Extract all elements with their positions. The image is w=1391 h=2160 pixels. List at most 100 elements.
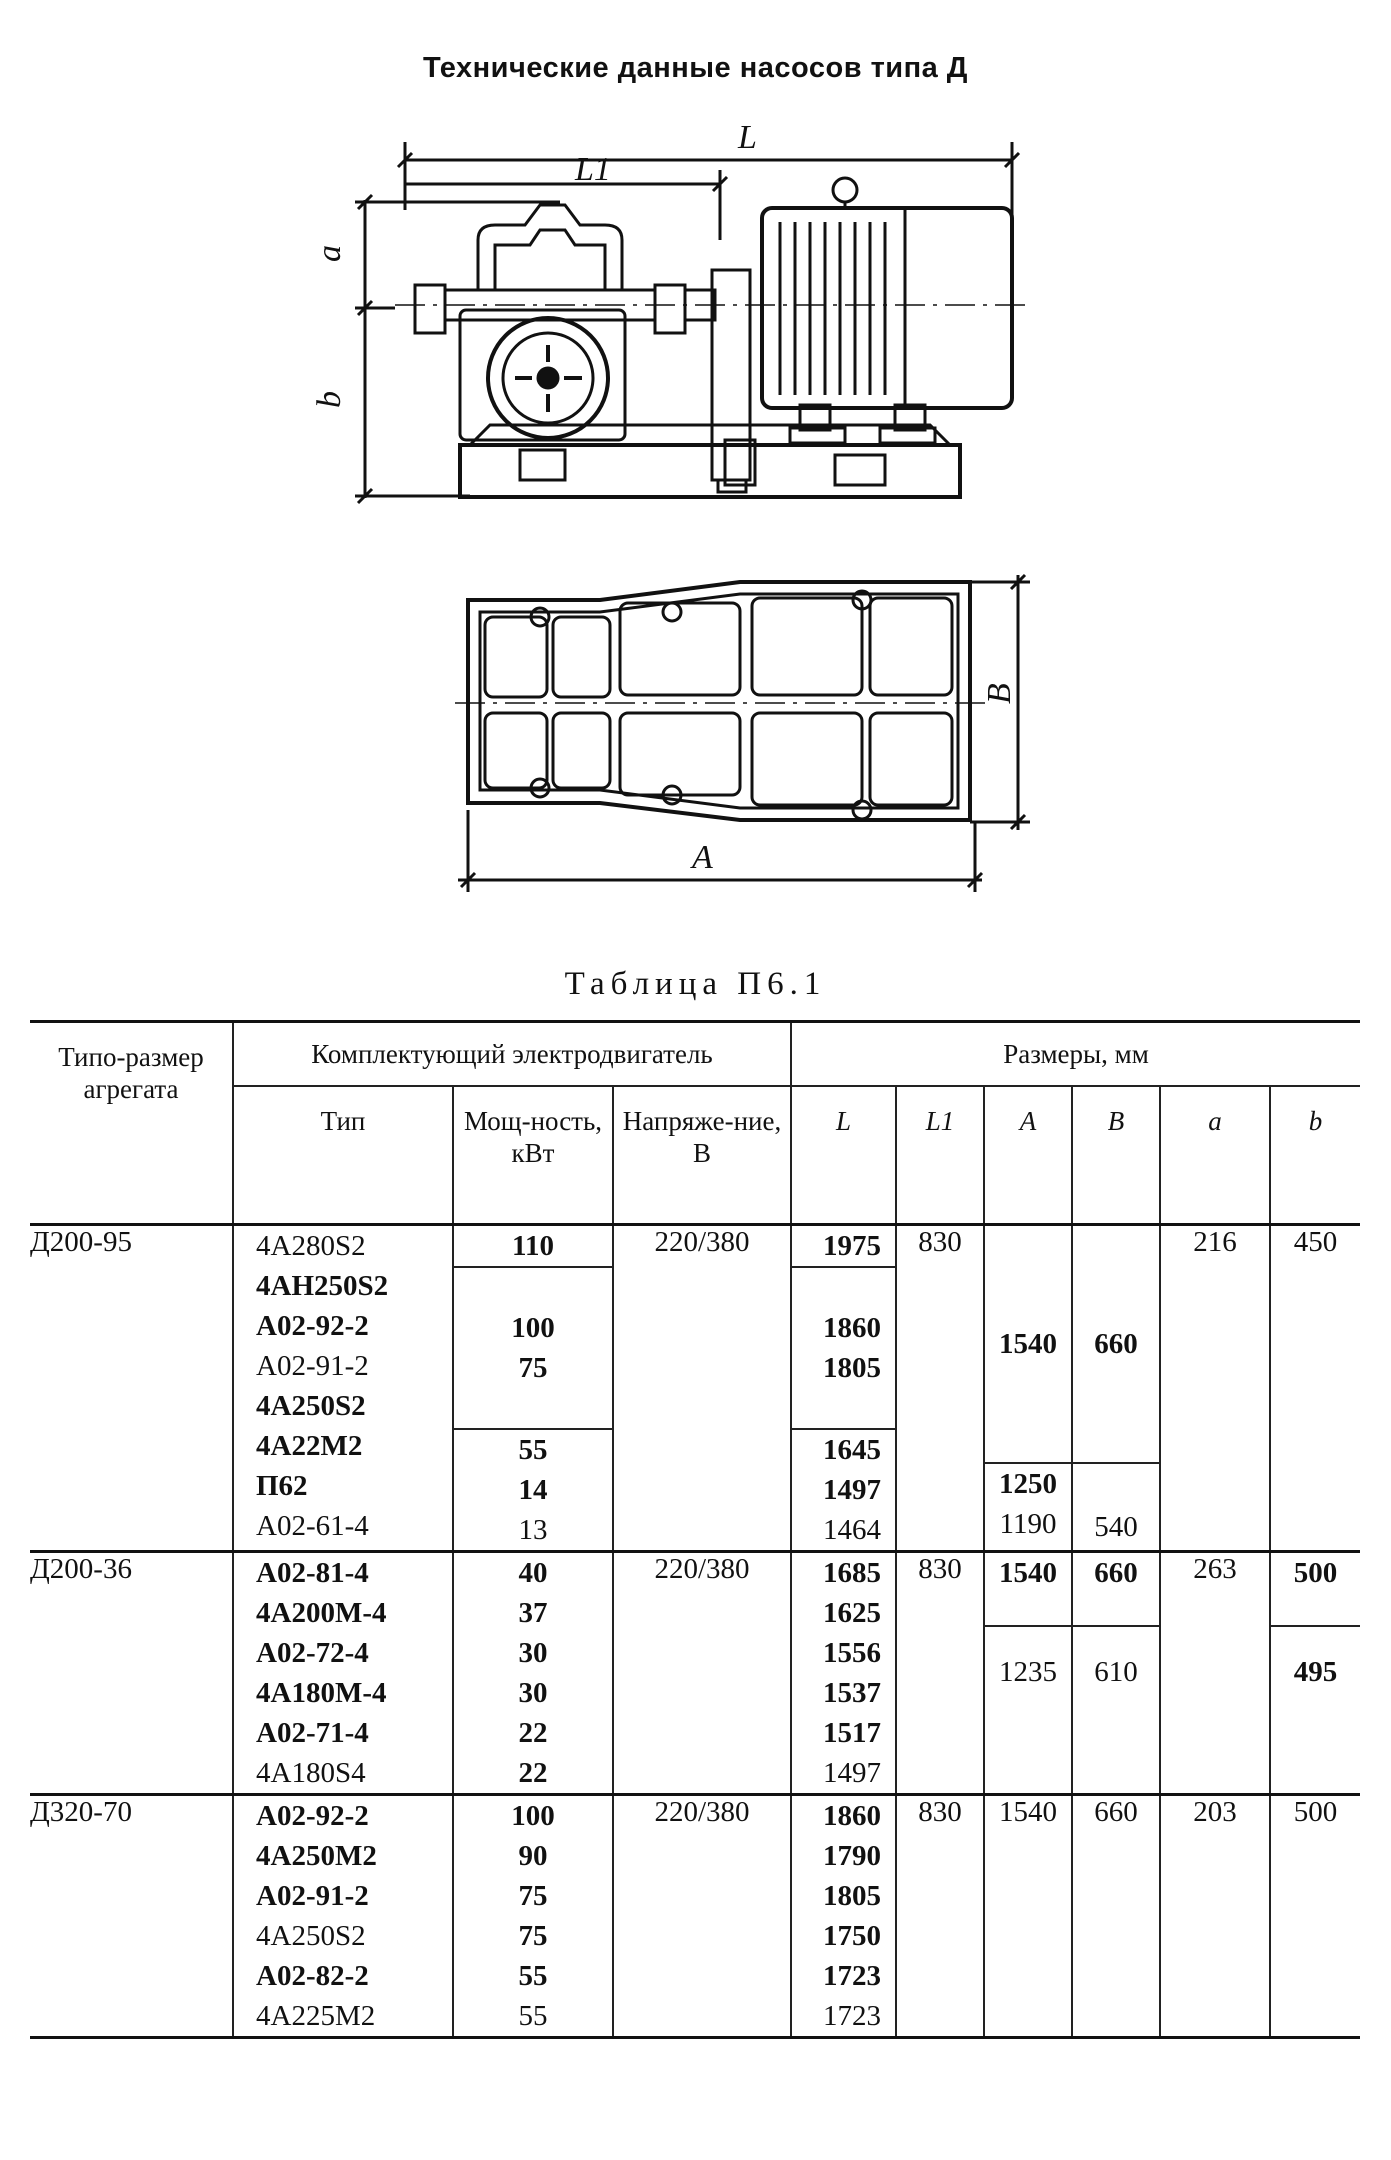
motor-type: 4А280S2 xyxy=(256,1230,366,1262)
L-value: 1645 xyxy=(823,1434,881,1466)
B-value: 660 xyxy=(1094,1327,1138,1360)
L-value: 1537 xyxy=(823,1677,881,1709)
unit-name: Д200-36 xyxy=(30,1551,234,1795)
plan-view xyxy=(455,573,1030,892)
B-value: 660 xyxy=(1071,1794,1161,2038)
power-value: 75 xyxy=(518,1920,548,1952)
A-cell: 1540 1235 xyxy=(983,1551,1073,1795)
L-value: 1517 xyxy=(823,1717,881,1749)
motor-type: 4А225М2 xyxy=(256,2000,376,2032)
header-motor-type: Тип xyxy=(233,1086,454,1225)
L1-value: 830 xyxy=(895,1794,985,2038)
a-value: 216 xyxy=(1159,1224,1271,1552)
power-value: 30 xyxy=(518,1677,548,1709)
header-motor-group: Комплектующий электродвигатель xyxy=(232,1020,792,1087)
A-value: 1540 xyxy=(999,1327,1057,1360)
unit-name: Д200-95 xyxy=(30,1224,234,1552)
L-cell: 1975 1860 1805 1645 1497 1464 xyxy=(790,1224,897,1552)
motor-types-cell: А02-92-2 4А250М2 А02-91-2 4А250S2 А02-82… xyxy=(232,1794,454,2038)
L-value: 1625 xyxy=(823,1597,881,1629)
L-value: 1497 xyxy=(823,1757,881,1789)
L-value xyxy=(792,1388,895,1430)
table-row: Д200-95 4А280S2 4АН250S2 А02-92-2 А02-91… xyxy=(30,1224,1361,1552)
B-cell: 660 540 xyxy=(1071,1224,1161,1552)
motor-type: 4А200М-4 xyxy=(256,1597,387,1629)
power-value: 90 xyxy=(518,1840,548,1872)
power-value: 37 xyxy=(518,1597,548,1629)
L1-value: 830 xyxy=(895,1224,985,1552)
side-view xyxy=(355,142,1030,505)
L1-value: 830 xyxy=(895,1551,985,1795)
header-L: L xyxy=(790,1086,897,1225)
power-value: 55 xyxy=(518,2000,548,2032)
L-value xyxy=(792,1268,895,1308)
motor-type: А02-91-2 xyxy=(256,1880,369,1912)
motor-type: 4А180S4 xyxy=(256,1757,366,1789)
motor-type: А02-92-2 xyxy=(256,1800,369,1832)
L-value: 1860 xyxy=(823,1312,881,1344)
B-cell: 660 610 xyxy=(1071,1551,1161,1795)
A-value: 1540 xyxy=(985,1553,1071,1627)
power-value: 100 xyxy=(511,1800,555,1832)
motor-type: А02-82-2 xyxy=(256,1960,369,1992)
unit-group: Д200-95 4А280S2 4АН250S2 А02-92-2 А02-91… xyxy=(30,1224,1361,1552)
motor-type: 4А250М2 xyxy=(256,1840,377,1872)
L-cell: 1860 1790 1805 1750 1723 1723 xyxy=(790,1794,897,2038)
B-value: 610 xyxy=(1094,1655,1138,1688)
b-value: 500 xyxy=(1268,1794,1361,2038)
unit-group: Д200-36 А02-81-4 4А200М-4 А02-72-4 4А180… xyxy=(30,1551,1361,1795)
B-value: 660 xyxy=(1073,1553,1159,1627)
motor-type: 4А22М2 xyxy=(256,1430,363,1462)
header-A: A xyxy=(983,1086,1073,1225)
L-value: 1464 xyxy=(823,1514,881,1546)
table-row: Д320-70 А02-92-2 4А250М2 А02-91-2 4А250S… xyxy=(30,1794,1361,2038)
L-value: 1556 xyxy=(823,1637,881,1669)
L-value: 1750 xyxy=(823,1920,881,1952)
power-value: 22 xyxy=(518,1717,548,1749)
motor-type: А02-91-2 xyxy=(256,1350,369,1382)
dim-label-b: b xyxy=(311,391,348,408)
table-row: Д200-36 А02-81-4 4А200М-4 А02-72-4 4А180… xyxy=(30,1551,1361,1795)
dim-label-a: a xyxy=(311,245,348,262)
table-caption: Таблица П6.1 xyxy=(564,966,827,1002)
power-value: 14 xyxy=(518,1474,548,1506)
dim-label-B: B xyxy=(981,683,1018,704)
L-value: 1723 xyxy=(823,2000,881,2032)
header-B: B xyxy=(1071,1086,1161,1225)
unit-name: Д320-70 xyxy=(30,1794,234,2038)
voltage-value: 220/380 xyxy=(612,1551,792,1795)
power-value: 75 xyxy=(518,1880,548,1912)
header-voltage: Напряже-ние, В xyxy=(612,1086,792,1225)
power-value: 13 xyxy=(518,1514,548,1546)
motor-type: 4АН250S2 xyxy=(256,1270,389,1302)
header-L1: L1 xyxy=(895,1086,985,1225)
A-value: 1540 xyxy=(983,1794,1073,2038)
b-value: 495 xyxy=(1293,1655,1338,1688)
A-value: 1235 xyxy=(999,1655,1057,1688)
power-cell: 100 90 75 75 55 55 xyxy=(452,1794,614,2038)
specification-table: Типо-размер агрегата Комплектующий элект… xyxy=(30,1020,1361,2039)
header-unit-type: Типо-размер агрегата xyxy=(30,1020,234,1225)
L-value: 1805 xyxy=(823,1352,881,1384)
power-value xyxy=(454,1268,612,1308)
L-value: 1860 xyxy=(823,1800,881,1832)
A-value: 1190 xyxy=(999,1508,1057,1540)
a-value: 203 xyxy=(1159,1794,1271,2038)
power-value: 100 xyxy=(511,1312,555,1344)
motor-type: А02-71-4 xyxy=(256,1717,369,1749)
A-value: 1250 xyxy=(999,1468,1057,1500)
L-value: 1685 xyxy=(823,1557,881,1589)
b-value: 450 xyxy=(1268,1224,1361,1552)
motor-type: А02-81-4 xyxy=(256,1557,369,1589)
voltage-value: 220/380 xyxy=(612,1224,792,1552)
power-value: 22 xyxy=(518,1757,548,1789)
motor-type: 4А250S2 xyxy=(256,1920,366,1952)
unit-group: Д320-70 А02-92-2 4А250М2 А02-91-2 4А250S… xyxy=(30,1794,1361,2038)
header-a: a xyxy=(1159,1086,1271,1225)
pump-unit-drawing: L L1 a b B A xyxy=(311,119,1030,892)
power-value xyxy=(454,1388,612,1430)
power-cell: 110 100 75 55 14 13 xyxy=(452,1224,614,1552)
L-cell: 1685 1625 1556 1537 1517 1497 xyxy=(790,1551,897,1795)
power-value: 55 xyxy=(518,1960,548,1992)
L-value: 1723 xyxy=(823,1960,881,1992)
